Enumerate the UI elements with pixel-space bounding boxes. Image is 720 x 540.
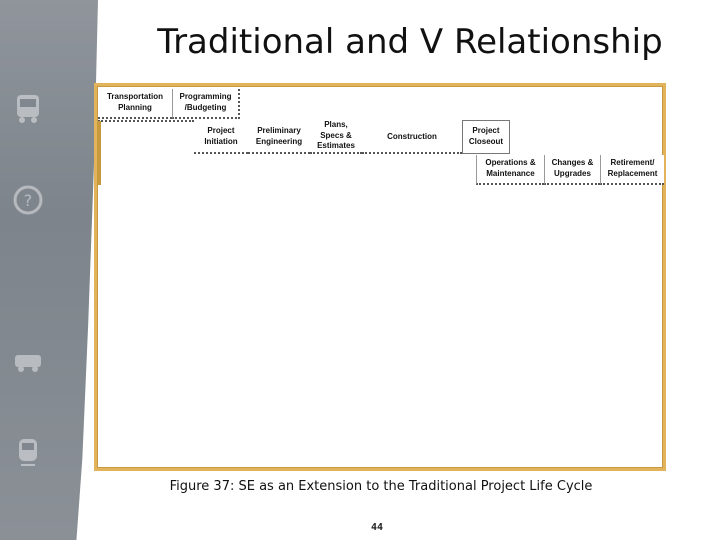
stage-transportation-planning: Transportation Planning: [98, 89, 172, 119]
stage-operations-maintenance: Operations & Maintenance: [476, 155, 544, 185]
left-decorative-band: ?: [0, 0, 98, 540]
help-icon: ?: [8, 180, 48, 220]
figure-frame: Transportation Planning Programming /Bud…: [97, 86, 664, 468]
stage-changes-upgrades: Changes & Upgrades: [544, 155, 600, 185]
figure-left-accent: [98, 121, 101, 185]
bus-icon: [8, 88, 48, 128]
slide-title: Traditional and V Relationship: [157, 22, 663, 62]
page-number: 44: [370, 522, 384, 533]
svg-text:?: ?: [24, 191, 33, 210]
car-icon: [8, 340, 48, 380]
lifecycle-figure: Transportation Planning Programming /Bud…: [94, 83, 666, 471]
stage-project-closeout: Project Closeout: [462, 120, 510, 154]
stage-retirement-replacement: Retirement/ Replacement: [600, 155, 664, 185]
row1-guide-line: [98, 120, 194, 122]
stage-programming-budgeting: Programming /Budgeting: [172, 89, 240, 119]
stage-plans-specs-estimates: Plans, Specs & Estimates: [310, 120, 362, 154]
stage-construction: Construction: [362, 122, 462, 154]
stage-project-initiation: Project Initiation: [194, 122, 248, 154]
figure-caption: Figure 37: SE as an Extension to the Tra…: [169, 479, 593, 494]
stage-preliminary-engineering: Preliminary Engineering: [248, 122, 310, 154]
train-icon: [8, 432, 48, 472]
